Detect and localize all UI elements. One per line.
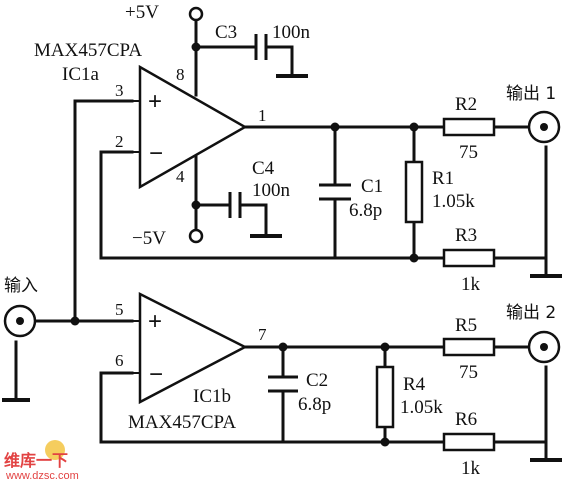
resistor-icon [442, 432, 496, 452]
c1-value: 6.8p [349, 200, 382, 221]
pin-label: 3 [115, 81, 124, 100]
r6-reference: R6 [455, 409, 477, 430]
c2-reference: C2 [306, 370, 328, 391]
pin-label: 7 [258, 325, 267, 344]
resistor-icon [442, 248, 496, 268]
c4-reference: C4 [252, 158, 275, 179]
capacitor-c3: C3 100n [215, 22, 311, 60]
r4-reference: R4 [403, 374, 426, 395]
negative-supply-terminal: −5V [132, 228, 204, 249]
negative-supply-label: −5V [132, 228, 166, 249]
pin-label: 2 [115, 132, 124, 151]
junction-dot [191, 200, 201, 210]
c3-value: 100n [272, 22, 311, 43]
junction-dot [380, 437, 390, 447]
ic1b-part-number: MAX457CPA [128, 412, 236, 433]
output2-connector: 输出 2 [506, 303, 561, 364]
positive-supply-terminal: +5V [125, 2, 204, 23]
ic1a-reference: IC1a [62, 64, 100, 85]
noninverting-input-sign: + [148, 88, 162, 115]
resistor-r5: R5 75 [442, 315, 496, 383]
positive-supply-label: +5V [125, 2, 159, 23]
r3-value: 1k [461, 274, 481, 295]
output2-label: 输出 2 [506, 303, 556, 323]
watermark-logo-icon [45, 440, 65, 460]
r6-value: 1k [461, 458, 481, 479]
r1-reference: R1 [432, 168, 454, 189]
junction-dot [278, 342, 288, 352]
watermark-logo-text: 维库一下 [4, 451, 68, 470]
r5-value: 75 [459, 362, 478, 383]
watermark: 维库一下 www.dzsc.com [4, 440, 79, 481]
junction-dot [380, 342, 390, 352]
input-label: 输入 [4, 276, 38, 296]
pin-label: 1 [258, 106, 267, 125]
junction-dot [330, 122, 340, 132]
r4-value: 1.05k [400, 397, 443, 418]
output1-label: 输出 1 [506, 84, 556, 104]
junction-dot [409, 253, 419, 263]
noninverting-input-sign: + [148, 308, 162, 335]
inverting-input-sign: − [149, 361, 163, 388]
watermark-url: www.dzsc.com [5, 470, 79, 481]
resistor-r3: R3 1k [442, 225, 496, 295]
c2-value: 6.8p [298, 394, 331, 415]
output1-connector: 输出 1 [506, 84, 561, 144]
resistor-icon [404, 160, 424, 224]
opamp-ic1b: + − 5 6 7 IC1b MAX457CPA [115, 291, 267, 433]
r2-value: 75 [459, 142, 478, 163]
opamp-ic1a: + − 3 2 1 8 4 MAX457CPA IC1a [34, 40, 267, 190]
resistor-icon [442, 337, 496, 357]
resistor-r6: R6 1k [442, 409, 496, 479]
c1-reference: C1 [361, 176, 383, 197]
resistor-icon [442, 117, 496, 137]
junction-dot [409, 122, 419, 132]
pin-label: 6 [115, 351, 124, 370]
opamp-triangle-icon [138, 64, 248, 190]
pin-label: 4 [176, 167, 185, 186]
c4-value: 100n [252, 180, 291, 201]
junction-dots [70, 42, 419, 447]
resistor-r2: R2 75 [442, 94, 496, 163]
capacitor-c2: C2 6.8p [268, 370, 331, 415]
inverting-input-sign: − [149, 140, 163, 167]
pin-label: 5 [115, 300, 124, 319]
r1-value: 1.05k [432, 191, 475, 212]
r5-reference: R5 [455, 315, 477, 336]
junction-dot [70, 316, 80, 326]
c3-reference: C3 [215, 22, 237, 43]
resistor-icon [375, 365, 395, 429]
opamp-triangle-icon [138, 291, 248, 405]
r2-reference: R2 [455, 94, 477, 115]
ic1b-reference: IC1b [193, 386, 231, 407]
ic1a-part-number: MAX457CPA [34, 40, 142, 61]
wires [14, 18, 548, 462]
resistor-r4: R4 1.05k [375, 365, 443, 429]
input-connector: 输入 [3, 276, 38, 338]
junction-dot [191, 42, 201, 52]
capacitor-c1: C1 6.8p [319, 176, 383, 221]
pin-label: 8 [176, 65, 185, 84]
r3-reference: R3 [455, 225, 477, 246]
capacitor-c4: C4 100n [228, 158, 291, 218]
resistor-r1: R1 1.05k [404, 160, 475, 224]
